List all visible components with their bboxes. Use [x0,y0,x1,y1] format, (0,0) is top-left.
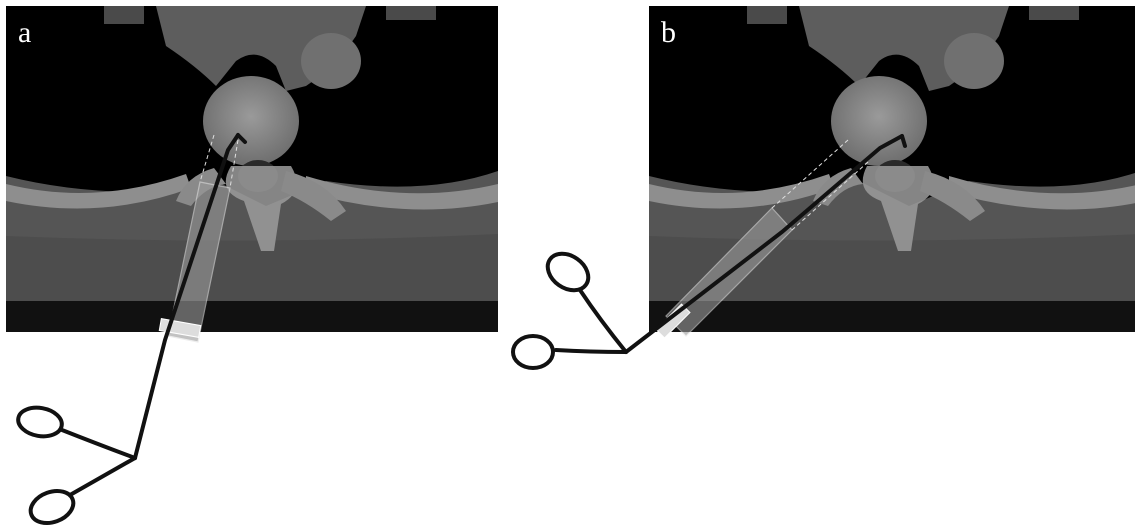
panel-label-b: b [661,16,676,50]
forceps-icon [513,136,905,368]
sheath-icon [656,140,868,338]
panel-label-a: a [18,16,31,50]
